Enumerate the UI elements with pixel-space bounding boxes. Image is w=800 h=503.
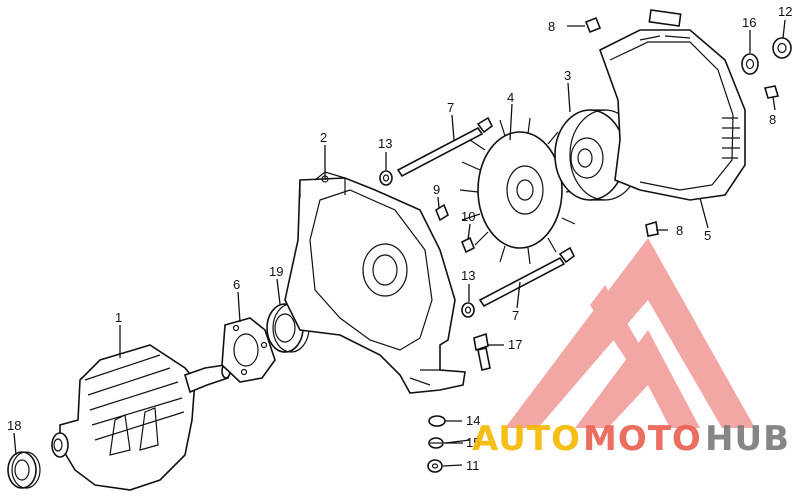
part-12-nut (772, 37, 792, 59)
callout-3: 3 (564, 68, 571, 83)
part-17-bolt (473, 332, 491, 371)
part-6-bearing-holder (221, 317, 276, 383)
part-5-fan-cover (599, 9, 746, 201)
callout-7-upper: 7 (447, 100, 454, 115)
part-15-spring-washer (428, 437, 444, 449)
callout-13-lower: 13 (461, 268, 475, 283)
callout-16: 16 (742, 15, 756, 30)
callout-13-upper: 13 (378, 136, 392, 151)
callout-10: 10 (461, 209, 475, 224)
part-8-lower-bolt (645, 220, 659, 237)
part-7-upper-through-bolt (396, 116, 494, 178)
part-10-screw (460, 236, 476, 254)
watermark-wordmark: AUTO MOTO HUB (472, 419, 790, 459)
callout-labels: 1 2 3 4 5 6 7 7 8 8 8 9 10 11 12 13 13 1… (7, 4, 792, 473)
callout-5: 5 (704, 228, 711, 243)
part-8-right-bolt (763, 85, 780, 99)
part-13-lower-nut (461, 302, 475, 318)
callout-1: 1 (115, 310, 122, 325)
callout-12: 12 (778, 4, 792, 19)
callout-8-upper: 8 (548, 19, 555, 34)
callout-7-lower: 7 (512, 308, 519, 323)
watermark-logo (505, 238, 755, 428)
watermark-hub: HUB (705, 419, 790, 459)
part-13-upper-nut (379, 170, 393, 186)
part-4-cooling-fan (459, 117, 581, 265)
leader-lines (13, 19, 786, 467)
part-14-washer (428, 415, 446, 427)
callout-14: 14 (466, 413, 480, 428)
callout-17: 17 (508, 337, 522, 352)
part-9-clip (435, 203, 449, 222)
callout-2: 2 (320, 130, 327, 145)
callout-19: 19 (269, 264, 283, 279)
callout-9: 9 (433, 182, 440, 197)
watermark-moto: MOTO (583, 419, 702, 459)
part-18-oil-seal (7, 451, 41, 489)
callout-11: 11 (466, 458, 480, 473)
watermark-auto: AUTO (472, 419, 581, 459)
part-8-upper-bolt (584, 16, 602, 34)
callout-4: 4 (507, 90, 514, 105)
callout-18: 18 (7, 418, 21, 433)
callout-6: 6 (233, 277, 240, 292)
part-16-washer (741, 53, 759, 75)
part-11-nut (427, 459, 443, 473)
callout-8-right: 8 (769, 112, 776, 127)
part-2-generator-housing (284, 171, 466, 394)
callout-15: 15 (466, 435, 480, 450)
part-1-generator-assembly (51, 344, 231, 491)
part-7-lower-through-bolt (478, 246, 576, 308)
callout-8-lower: 8 (676, 223, 683, 238)
